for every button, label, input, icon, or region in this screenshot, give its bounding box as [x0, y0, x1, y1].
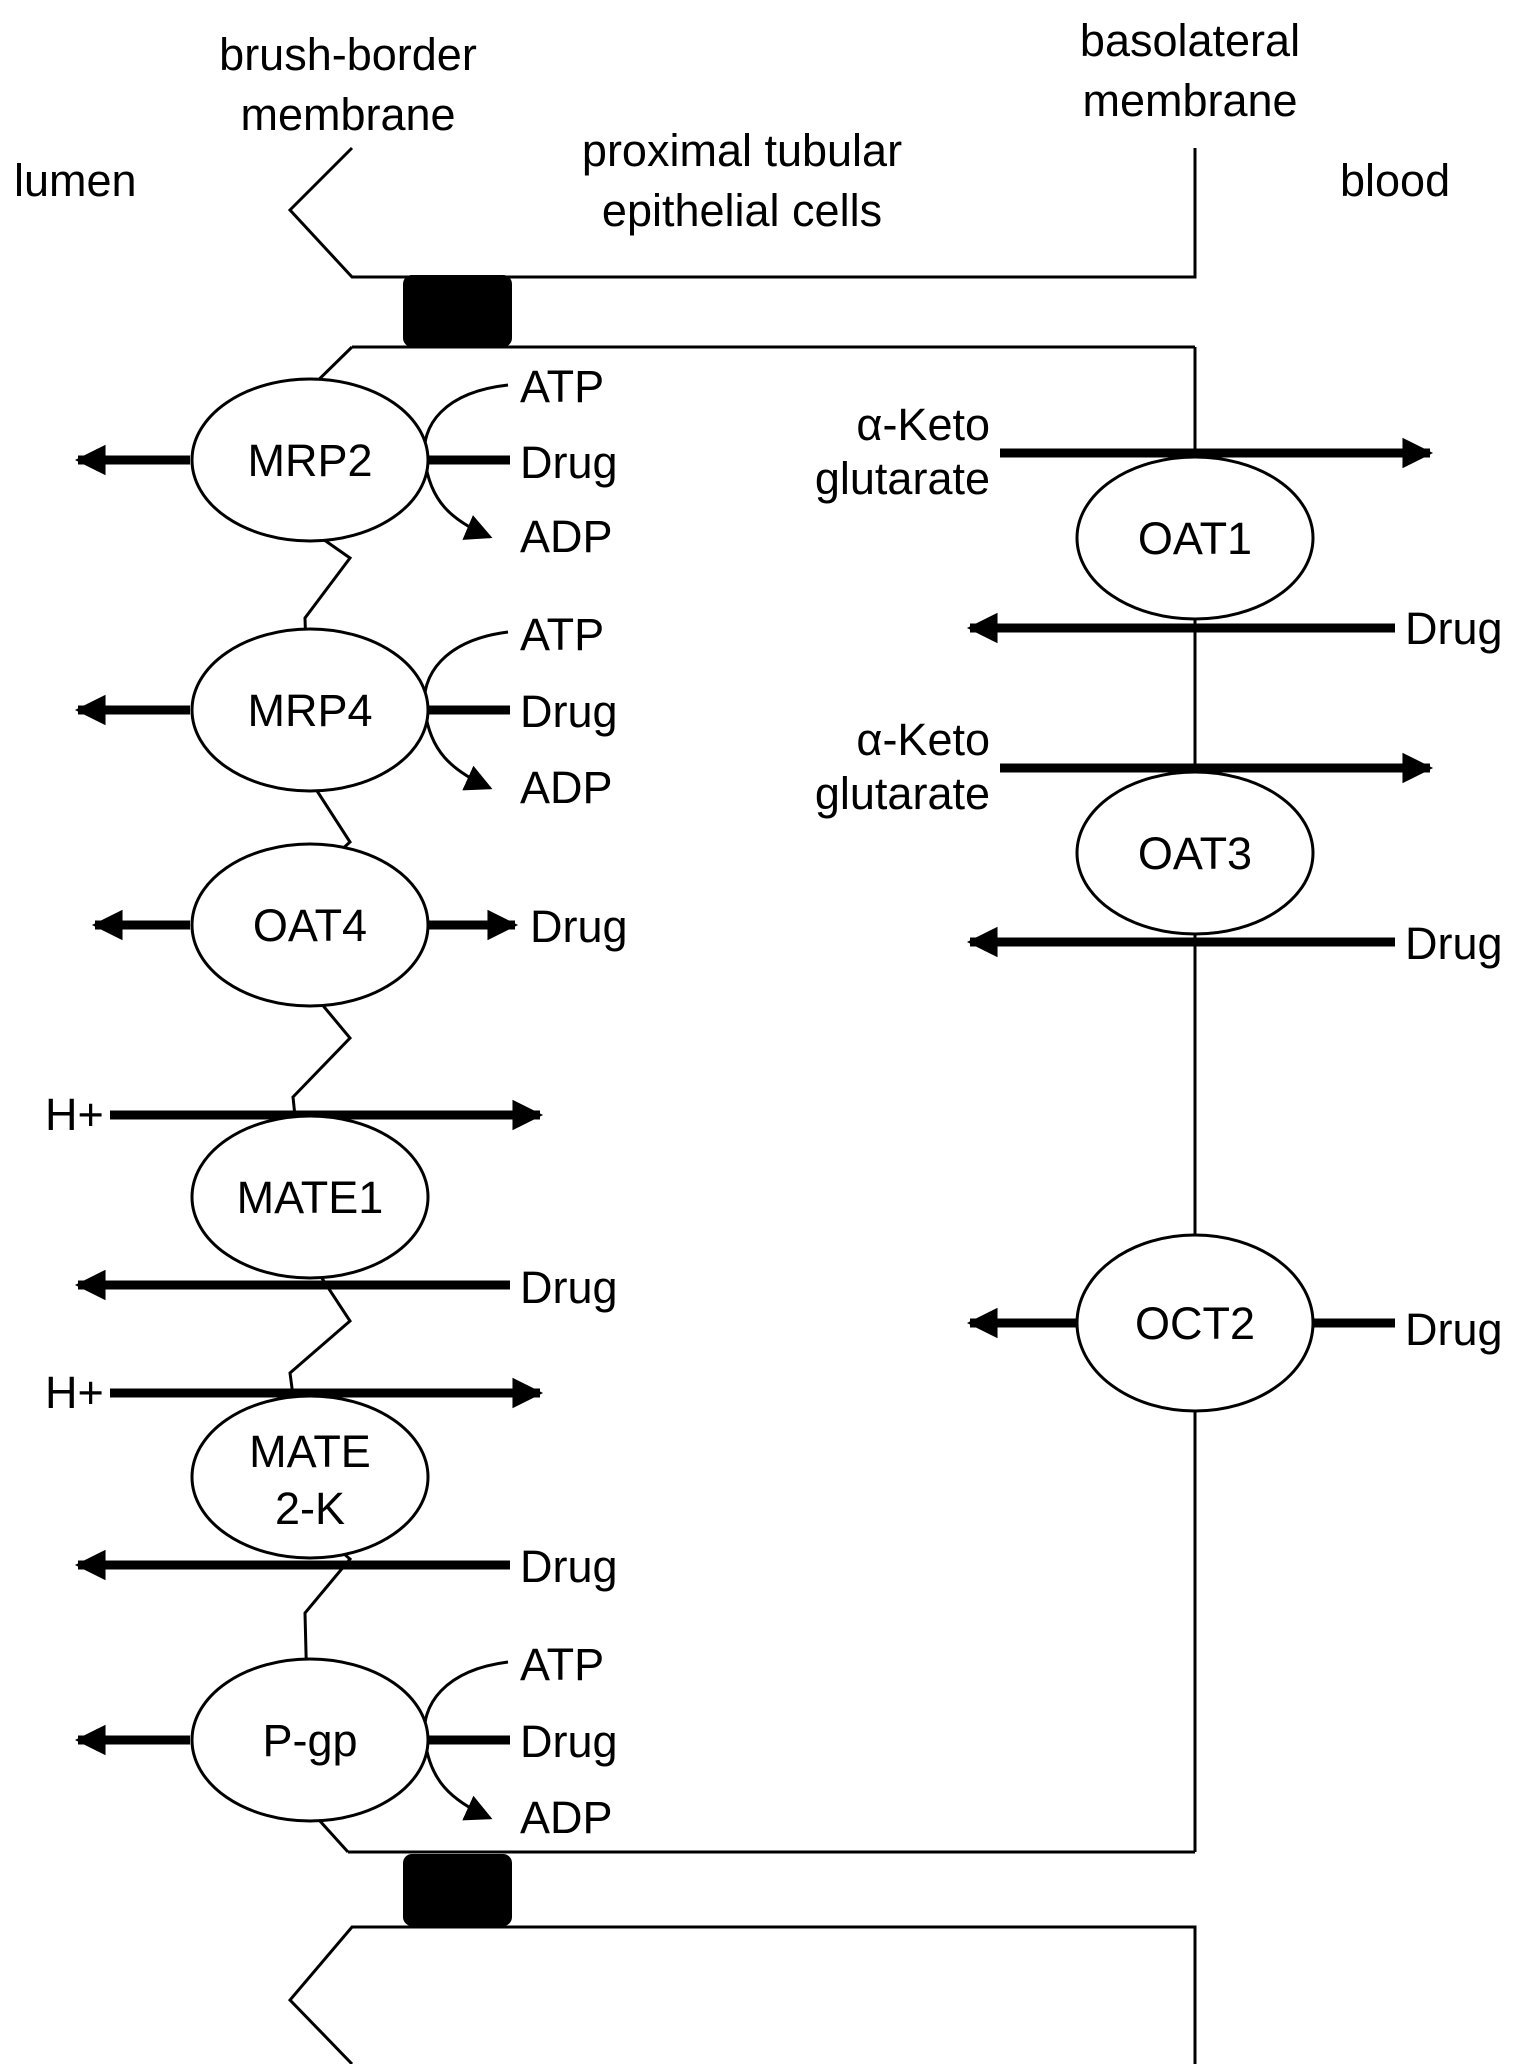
transporter-name: OCT2	[1135, 1298, 1255, 1349]
transporter-name-line2: 2-K	[275, 1483, 345, 1534]
adp-label: ADP	[520, 1792, 613, 1843]
cells-label-line2: epithelial cells	[602, 185, 882, 236]
pgp-oval	[190, 1657, 430, 1823]
mrp2-oval	[190, 377, 430, 543]
transporter-mrp4: MRP4 ATP Drug ADP	[74, 609, 618, 813]
transporter-name: P-gp	[262, 1715, 357, 1766]
basolateral-label-line1: basolateral	[1080, 15, 1300, 66]
transporter-oat1: OAT1 α-Keto glutarate Drug	[815, 399, 1503, 654]
oct2-oval	[1075, 1233, 1315, 1413]
atp-label: ATP	[520, 361, 604, 412]
drug-label: Drug	[520, 1541, 618, 1592]
adp-label: ADP	[520, 511, 613, 562]
drug-label: Drug	[1405, 918, 1503, 969]
lumen-label: lumen	[14, 155, 137, 206]
cells-label-line1: proximal tubular	[582, 125, 902, 176]
akg-label-line1: α-Keto	[856, 714, 990, 765]
transporter-name-line1: MATE	[249, 1426, 371, 1477]
transporter-name: OAT4	[253, 900, 367, 951]
mate2k-oval	[190, 1394, 430, 1560]
transporter-oat3: OAT3 α-Keto glutarate Drug	[815, 714, 1503, 969]
transporter-name: MRP4	[247, 685, 372, 736]
akg-label-line2: glutarate	[815, 768, 990, 819]
transporter-oct2: OCT2 Drug	[966, 1233, 1503, 1413]
blood-label: blood	[1340, 155, 1450, 206]
transporter-pgp: P-gp ATP Drug ADP	[74, 1639, 618, 1843]
akg-label-line1: α-Keto	[856, 399, 990, 450]
mate1-oval	[190, 1114, 430, 1280]
drug-label: Drug	[520, 1262, 618, 1313]
tight-junction-bottom	[403, 1854, 512, 1926]
transporter-name: OAT3	[1138, 828, 1252, 879]
atp-label: ATP	[520, 609, 604, 660]
h-plus-label: H+	[45, 1367, 104, 1418]
transporter-mate2k: MATE 2-K H+ Drug	[45, 1367, 618, 1592]
transporter-name: MATE1	[237, 1172, 384, 1223]
transporter-name: OAT1	[1138, 513, 1252, 564]
transporter-mate1: MATE1 H+ Drug	[45, 1089, 618, 1313]
basolateral-label-line2: membrane	[1082, 75, 1297, 126]
brush-border-label-line2: membrane	[240, 89, 455, 140]
bottom-cell-outline	[287, 1925, 1197, 2064]
drug-label: Drug	[520, 437, 618, 488]
drug-label: Drug	[520, 686, 618, 737]
oat4-oval	[190, 842, 430, 1008]
drug-label: Drug	[530, 901, 628, 952]
drug-label: Drug	[1405, 1304, 1503, 1355]
top-cell-outline	[287, 146, 1197, 279]
drug-label: Drug	[520, 1716, 618, 1767]
brush-border-label-line1: brush-border	[219, 29, 477, 80]
tight-junction-top	[403, 275, 512, 347]
adp-label: ADP	[520, 762, 613, 813]
oat1-oval	[1075, 455, 1315, 621]
drug-label: Drug	[1405, 603, 1503, 654]
akg-label-line2: glutarate	[815, 453, 990, 504]
transporter-oat4: OAT4 Drug	[91, 842, 628, 1008]
h-plus-label: H+	[45, 1089, 104, 1140]
oat3-oval	[1075, 770, 1315, 936]
brush-border-membrane	[288, 345, 354, 1854]
transporter-mrp2: MRP2 ATP Drug ADP	[74, 361, 618, 562]
atp-label: ATP	[520, 1639, 604, 1690]
transporter-name: MRP2	[247, 435, 372, 486]
mrp4-oval	[190, 627, 430, 793]
